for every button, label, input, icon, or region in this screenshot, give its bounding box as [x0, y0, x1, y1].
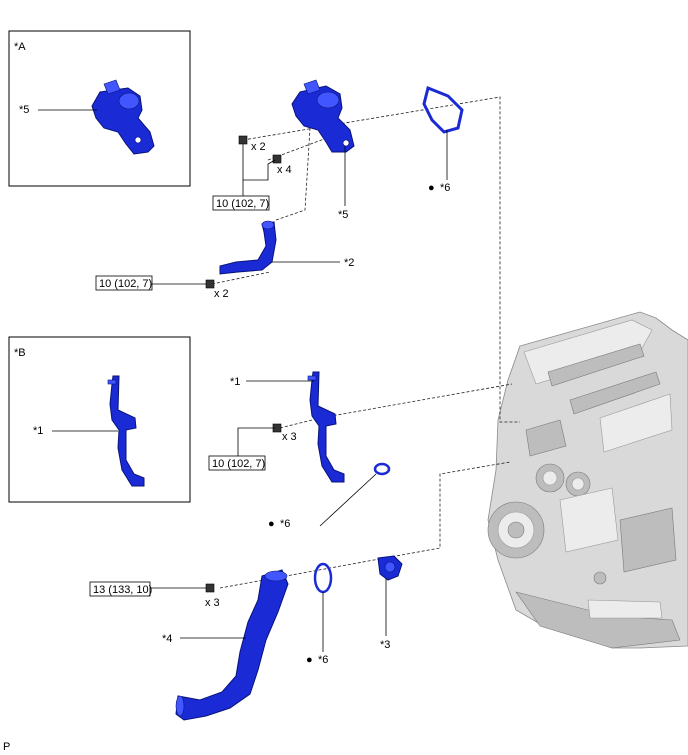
gasket-top [422, 85, 464, 134]
callout-4: *4 [162, 633, 172, 645]
water-bypass-pipe-2 [219, 220, 277, 275]
bolt-x3-inlet [205, 583, 215, 593]
torque-box-4: 13 (133, 10) [93, 584, 152, 596]
thermostat-housing-3 [377, 555, 403, 581]
water-inlet-pipe-4 [175, 569, 289, 721]
inset-b-label: *B [14, 347, 26, 359]
callout-5: *5 [338, 209, 348, 221]
alignment-lines [211, 96, 520, 589]
qty-x4: x 4 [277, 164, 292, 176]
inset-a-label: *A [14, 41, 26, 53]
callout-6-bottom: *6 [318, 654, 328, 666]
qty-x3-pipe: x 3 [282, 431, 297, 443]
water-bypass-pipe-1 [307, 371, 345, 483]
water-inlet-housing-view-a [91, 79, 155, 155]
water-bypass-pipe-view-b [107, 375, 145, 487]
callout-2: *2 [344, 257, 354, 269]
bullet-6-bottom: ● [306, 654, 313, 666]
callout-1: *1 [230, 376, 240, 388]
qty-x3-inlet: x 3 [205, 597, 220, 609]
inset-view-a: *A *5 [8, 30, 191, 187]
gasket-middle [373, 462, 391, 476]
gasket-bottom [313, 562, 333, 594]
callout-1-inset-b: *1 [33, 425, 43, 437]
torque-box-3: 10 (102, 7) [212, 458, 265, 470]
bullet-6-middle: ● [268, 518, 275, 530]
water-inlet-housing [291, 79, 355, 153]
torque-box-2: 10 (102, 7) [99, 278, 152, 290]
bolt-x4 [272, 154, 282, 164]
qty-x2-top: x 2 [251, 141, 266, 153]
figure-code: P [3, 741, 10, 753]
qty-x2-pipe: x 2 [214, 288, 229, 300]
bullet-6-top: ● [428, 182, 435, 194]
inset-view-b: *B *1 [8, 336, 191, 503]
torque-box-1: 10 (102, 7) [216, 198, 269, 210]
bolt-x2-top [238, 135, 248, 145]
bolt-x2-pipe [205, 279, 215, 289]
callout-6-middle: *6 [280, 518, 290, 530]
engine-block [487, 311, 688, 649]
callout-6-top: *6 [440, 182, 450, 194]
callout-3: *3 [380, 639, 390, 651]
callout-5-inset-a: *5 [19, 104, 29, 116]
